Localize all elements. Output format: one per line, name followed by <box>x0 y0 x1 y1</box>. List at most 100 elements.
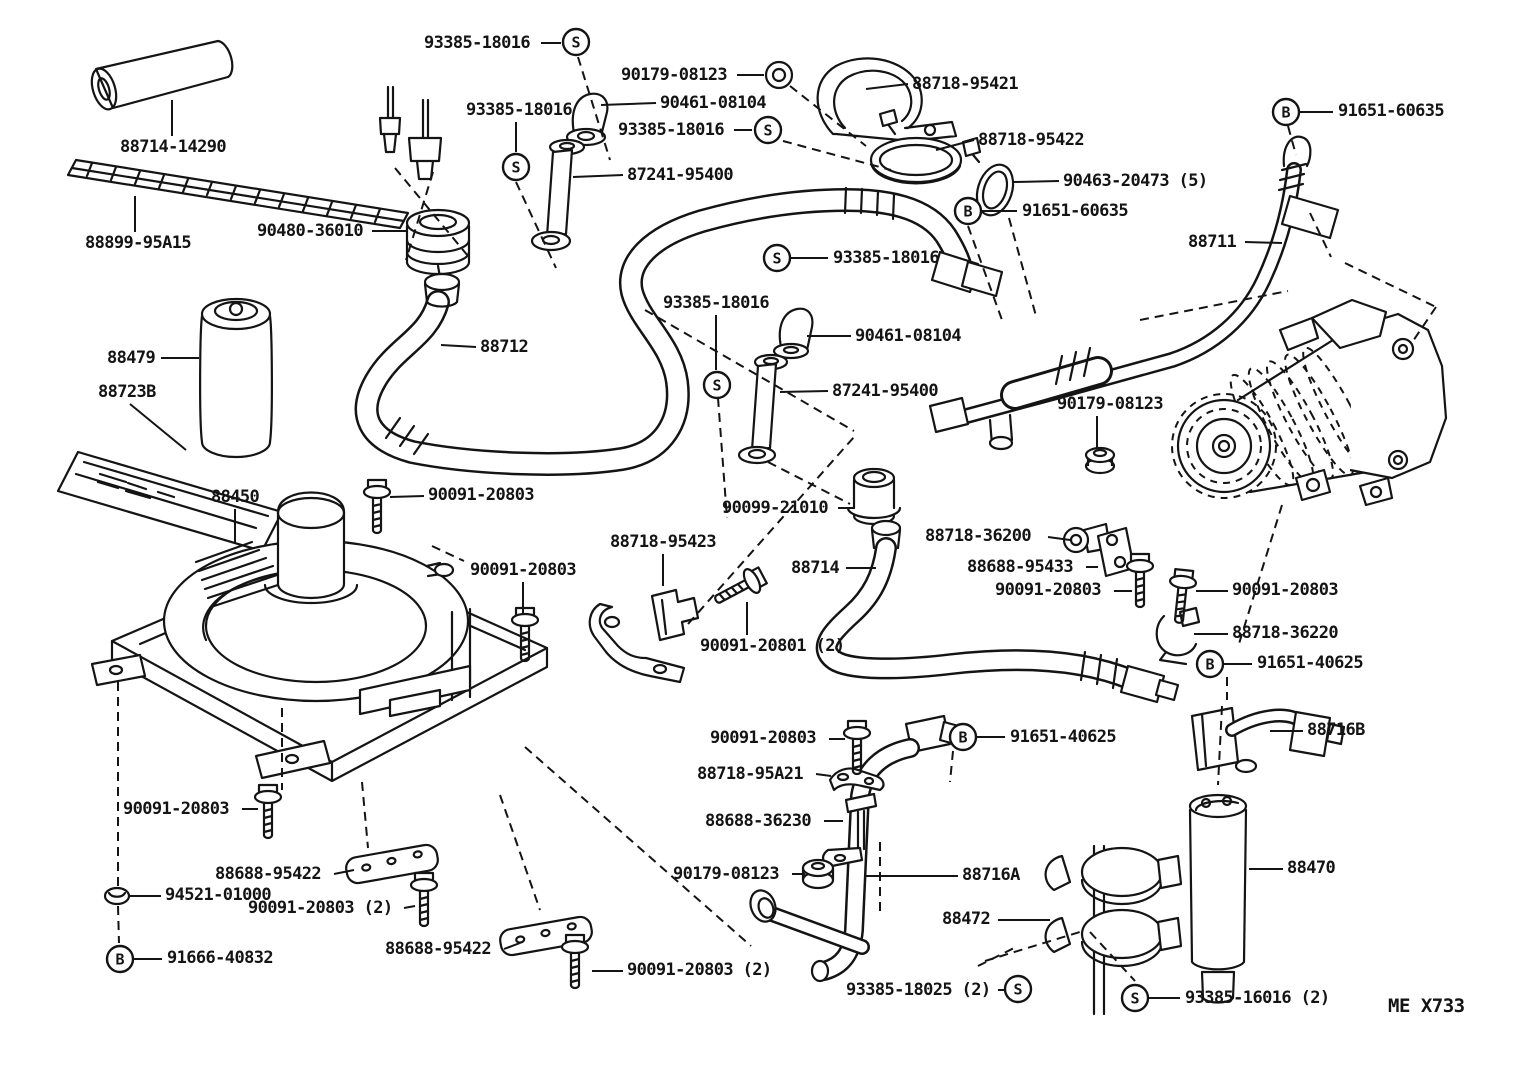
fastener-marker-letter: B <box>115 951 124 969</box>
assembly-dashed-line <box>1237 504 1283 648</box>
plate-88688-95422-b <box>499 915 593 957</box>
part-number-label: 88718-95422 <box>978 130 1084 150</box>
part-number-label: 94521-01000 <box>165 885 271 905</box>
compressor <box>1171 298 1448 507</box>
part-number-label: 88899-95A15 <box>85 233 191 253</box>
bolt-90091-20803 <box>362 478 392 535</box>
bolt-90091-20803 <box>1125 552 1155 609</box>
part-number-label: 88718-95421 <box>912 74 1018 94</box>
hose-stub <box>749 889 870 955</box>
nut-90179-08123-a <box>1084 446 1116 475</box>
part-number-label: 93385-18016 <box>618 120 724 140</box>
part-number-label: 90463-20473 (5) <box>1063 171 1208 191</box>
hose-88712 <box>354 186 1004 476</box>
part-number-label: 88718-36220 <box>1232 623 1338 643</box>
part-number-label: 90461-08104 <box>855 326 961 346</box>
bolt-90091-20803 <box>409 871 439 928</box>
assembly-dashed-line <box>117 905 120 944</box>
fastener-marker-letter: B <box>1205 656 1214 674</box>
part-number-label: 88723B <box>98 382 156 402</box>
part-number-label: 93385-18016 <box>466 100 572 120</box>
part-number-label: 91651-60635 <box>1022 201 1128 221</box>
bracket-88718-95424 <box>588 602 686 684</box>
grommet-90480-36010 <box>405 208 471 279</box>
fastener-marker-circle <box>1120 983 1150 1013</box>
insulator-strip-88899-95A15 <box>66 158 410 230</box>
bracket-90461-08104-top <box>565 92 609 147</box>
part-number-label: 93385-16016 (2) <box>1185 988 1330 1008</box>
part-number-label: 91651-40625 <box>1257 653 1363 673</box>
part-number-label: 90091-20803 <box>1232 580 1338 600</box>
part-number-label: 88716A <box>962 865 1020 885</box>
assembly-dashed-line <box>1089 931 1136 982</box>
assembly-dashed-line <box>977 946 1017 967</box>
part-number-label: 91651-60635 <box>1338 101 1444 121</box>
fastener-marker-circle <box>753 115 783 145</box>
assembly-dashed-line <box>1410 306 1437 345</box>
part-number-label: 93385-18016 <box>833 248 939 268</box>
part-number-label: 88716B <box>1307 720 1365 740</box>
part-number-label: 90091-20803 (2) <box>248 898 393 918</box>
part-number-label: 88450 <box>211 487 260 507</box>
receiver-drier-88470 <box>1188 793 1248 1004</box>
part-number-label: 90091-20803 <box>710 728 816 748</box>
assembly-dashed-line <box>1139 290 1289 321</box>
fastener-marker-circle <box>1271 97 1301 127</box>
part-number-label: 90179-08123 <box>621 65 727 85</box>
leader-line <box>815 773 832 777</box>
part-number-label: 91666-40832 <box>167 948 273 968</box>
fastener-marker-circle <box>501 152 531 182</box>
assembly-dashed-line <box>767 461 851 505</box>
fastener-marker-letter: S <box>772 250 781 268</box>
bolt-90091-20801 <box>708 562 770 613</box>
part-number-label: 93385-18016 <box>424 33 530 53</box>
part-number-label: 88472 <box>942 909 990 929</box>
part-number-label: 88470 <box>1287 858 1336 878</box>
assembly-dashed-line <box>499 794 541 911</box>
assembly-dashed-line <box>1287 125 1297 156</box>
part-number-label: 90179-08123 <box>1057 394 1163 414</box>
part-number-label: 88688-95422 <box>215 864 321 884</box>
part-number-label: 90091-20803 <box>470 560 576 580</box>
grommet-90099-21010 <box>846 467 902 526</box>
fastener-marker-letter: B <box>958 729 967 747</box>
part-number-label: 88688-36230 <box>705 811 811 831</box>
condenser-unit-88450 <box>90 491 549 783</box>
part-number-label: 88718-95423 <box>610 532 716 552</box>
receiver-can-88479 <box>199 297 273 459</box>
assembly-dashed-line <box>644 309 855 432</box>
part-number-label: 90099-21010 <box>722 498 828 518</box>
assembly-dashed-line <box>789 85 867 147</box>
bracket-90461-08104-mid <box>772 307 814 360</box>
part-number-label: 90091-20803 <box>123 799 229 819</box>
pipe-88711 <box>928 135 1340 451</box>
fastener-marker-letter: S <box>1130 990 1139 1008</box>
part-number-label: 88714-14290 <box>120 137 226 157</box>
fastener-marker-letter: S <box>712 377 721 395</box>
assembly-dashed-line <box>431 545 465 562</box>
part-number-label: 93385-18016 <box>663 293 769 313</box>
assembly-dashed-line <box>394 167 469 257</box>
part-number-label: 90480-36010 <box>257 221 363 241</box>
assembly-dashed-line <box>984 930 1084 962</box>
assembly-dashed-line <box>524 746 752 947</box>
fastener-marker-circle <box>702 370 732 400</box>
nut-90179-08123-b <box>801 858 835 890</box>
fastener-marker-circle <box>561 27 591 57</box>
grommet-94521-01000 <box>103 886 131 906</box>
part-number-label: 87241-95400 <box>627 165 733 185</box>
part-number-label: 88718-36200 <box>925 526 1031 546</box>
fastener-marker-circle <box>105 944 135 974</box>
fastener-marker-letter: B <box>1281 104 1290 122</box>
assembly-dashed-line <box>405 171 434 261</box>
annotation-layer: S 93385-18016 90179-08123 88718-95421 90461-… <box>85 27 1445 1013</box>
fastener-marker-circle <box>762 243 792 273</box>
fastener-marker-circle <box>953 196 983 226</box>
hose-88714 <box>815 519 1180 704</box>
fastener-marker-letter: B <box>963 203 972 221</box>
leader-line <box>1047 536 1071 541</box>
part-number-label: 91651-40625 <box>1010 727 1116 747</box>
fastener-marker-circle <box>1195 649 1225 679</box>
